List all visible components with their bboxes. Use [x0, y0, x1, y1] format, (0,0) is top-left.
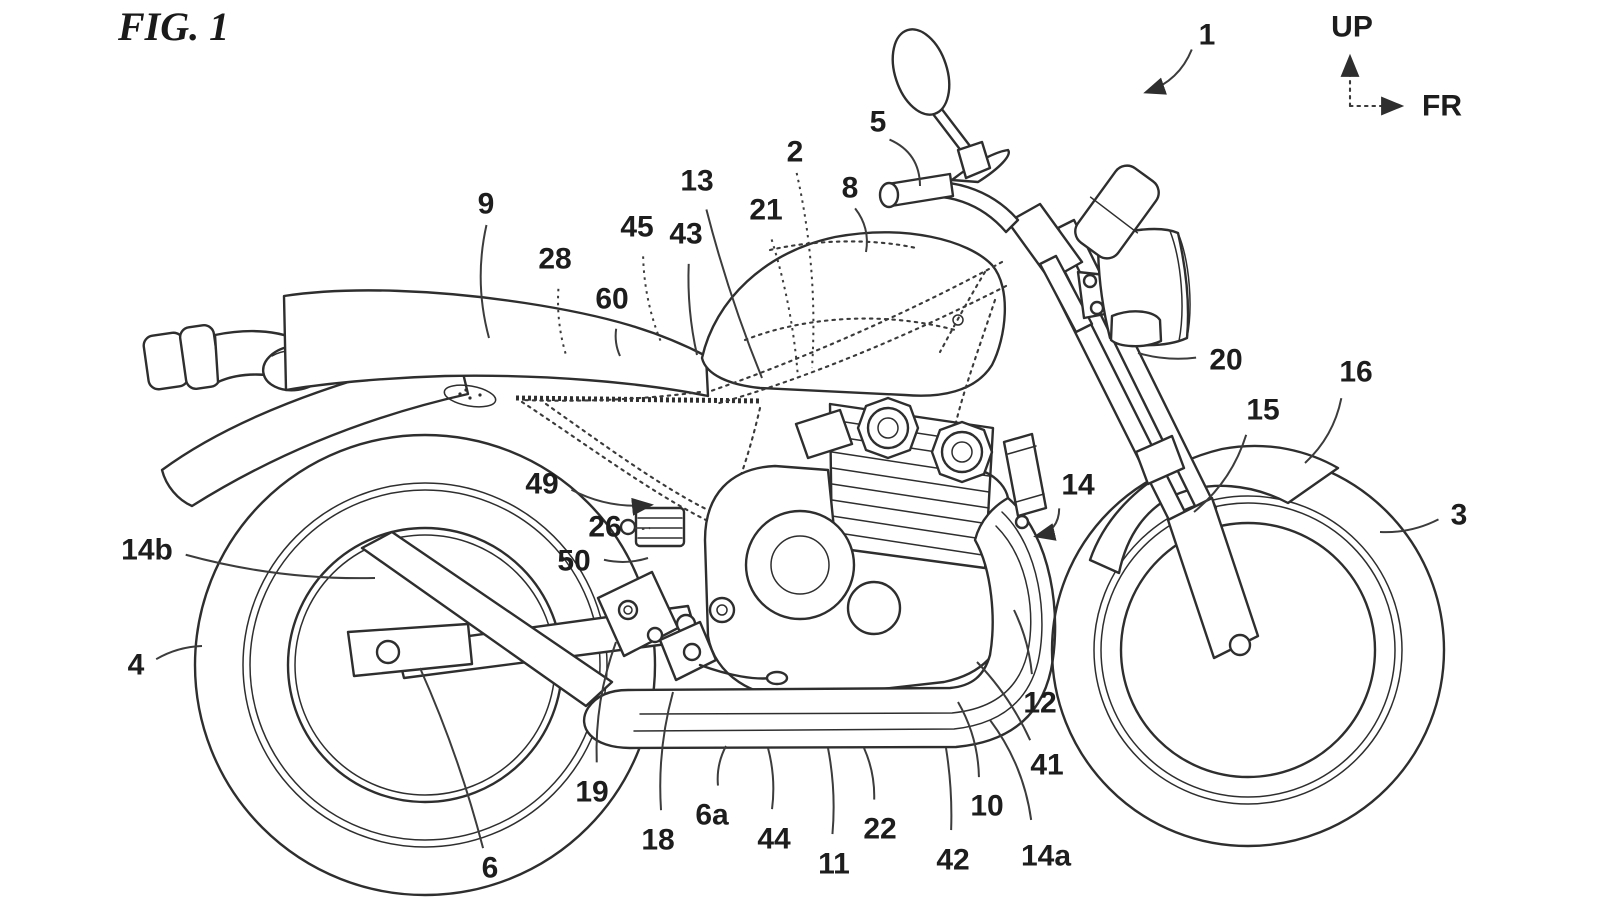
- callout-22: 22: [863, 747, 897, 846]
- svg-text:49: 49: [525, 468, 558, 501]
- carburetor: [794, 408, 854, 460]
- svg-text:15: 15: [1246, 394, 1279, 427]
- callout-8: 8: [842, 172, 868, 253]
- figure-title: FIG. 1: [117, 4, 229, 49]
- fork-lower-leg: [1166, 496, 1260, 660]
- callout-1: 1: [1143, 19, 1216, 95]
- callout-26: 26: [588, 511, 651, 544]
- fuel-tank: [700, 231, 1007, 397]
- seat: [282, 289, 763, 408]
- svg-text:41: 41: [1030, 749, 1063, 782]
- callout-49: 49: [525, 468, 654, 516]
- callout-43: 43: [669, 218, 703, 356]
- svg-text:1: 1: [1199, 19, 1216, 52]
- callout-19: 19: [575, 641, 617, 809]
- callout-44: 44: [757, 747, 791, 856]
- svg-text:18: 18: [641, 824, 674, 857]
- header-pipe: [983, 470, 1010, 500]
- svg-text:19: 19: [575, 776, 608, 809]
- svg-text:6: 6: [482, 852, 499, 885]
- mirror-mount: [956, 140, 992, 180]
- svg-text:14: 14: [1061, 469, 1095, 502]
- axis-up-label: UP: [1331, 11, 1373, 44]
- svg-text:4: 4: [128, 649, 145, 682]
- callout-45: 45: [620, 211, 662, 343]
- svg-text:42: 42: [936, 844, 969, 877]
- callout-16: 16: [1304, 356, 1373, 464]
- callout-11: 11: [818, 747, 850, 881]
- svg-text:22: 22: [863, 813, 896, 846]
- electrical-box: [634, 506, 686, 548]
- rear-axle: [375, 639, 401, 665]
- callout-50: 50: [557, 545, 649, 578]
- head-tube: [1038, 254, 1094, 334]
- callout-5: 5: [870, 106, 921, 187]
- cam-cap-right: [940, 430, 984, 474]
- svg-text:5: 5: [870, 106, 887, 139]
- swingarm: [346, 530, 700, 708]
- fork-clamp: [1134, 434, 1186, 486]
- handlebar-assembly: [878, 28, 1020, 234]
- svg-text:50: 50: [557, 545, 590, 578]
- svg-text:20: 20: [1209, 344, 1242, 377]
- callout-14: 14: [1033, 469, 1095, 541]
- svg-text:14b: 14b: [121, 534, 173, 567]
- svg-text:3: 3: [1451, 499, 1468, 532]
- engine: [703, 396, 1008, 700]
- svg-text:10: 10: [970, 790, 1003, 823]
- foot-controls: [596, 506, 789, 686]
- callout-42: 42: [936, 747, 970, 877]
- front-axle: [1228, 633, 1252, 657]
- svg-text:28: 28: [538, 243, 571, 276]
- svg-text:45: 45: [620, 211, 653, 244]
- crankcase-cover: [744, 509, 856, 621]
- instrument-cluster: [1074, 164, 1160, 260]
- callout-15: 15: [1193, 394, 1280, 513]
- callout-14b: 14b: [121, 534, 376, 580]
- chain-guard: [360, 530, 614, 708]
- axis-front-label: FR: [1422, 90, 1462, 123]
- axis-indicator: UP FR: [1331, 11, 1462, 123]
- callout-21: 21: [749, 194, 799, 379]
- axle-plate: [346, 622, 474, 678]
- front-lighting: [1074, 164, 1191, 348]
- callout-3: 3: [1379, 499, 1468, 534]
- callout-2: 2: [787, 136, 815, 369]
- brake-pedal: [765, 670, 789, 686]
- svg-text:60: 60: [595, 283, 628, 316]
- callout-41: 41: [976, 661, 1064, 782]
- callout-6: 6: [419, 667, 499, 885]
- shock-damper: [1002, 432, 1048, 518]
- callout-60: 60: [595, 283, 629, 357]
- position-lamp: [1109, 310, 1163, 348]
- svg-text:14a: 14a: [1021, 840, 1071, 873]
- callout-13: 13: [680, 165, 763, 379]
- svg-text:16: 16: [1339, 356, 1372, 389]
- svg-text:9: 9: [478, 188, 495, 221]
- cam-cap-left: [866, 406, 910, 450]
- svg-text:13: 13: [680, 165, 713, 198]
- mirror: [891, 28, 951, 116]
- callout-14a: 14a: [989, 719, 1071, 873]
- svg-text:8: 8: [842, 172, 859, 205]
- triple-clamp: [1006, 202, 1084, 282]
- callout-4: 4: [128, 645, 203, 682]
- callout-12: 12: [1013, 609, 1057, 720]
- callout-20: 20: [1137, 344, 1243, 377]
- svg-text:2: 2: [787, 136, 804, 169]
- svg-text:12: 12: [1023, 687, 1056, 720]
- svg-text:11: 11: [818, 848, 850, 881]
- callout-10: 10: [957, 701, 1004, 823]
- callout-28: 28: [538, 243, 572, 356]
- svg-text:43: 43: [669, 218, 702, 251]
- svg-text:21: 21: [749, 194, 782, 227]
- callout-9: 9: [478, 188, 495, 339]
- callout-6a: 6a: [695, 745, 729, 832]
- svg-text:26: 26: [588, 511, 621, 544]
- svg-text:44: 44: [757, 823, 791, 856]
- callout-18: 18: [641, 691, 675, 857]
- svg-text:6a: 6a: [695, 799, 729, 832]
